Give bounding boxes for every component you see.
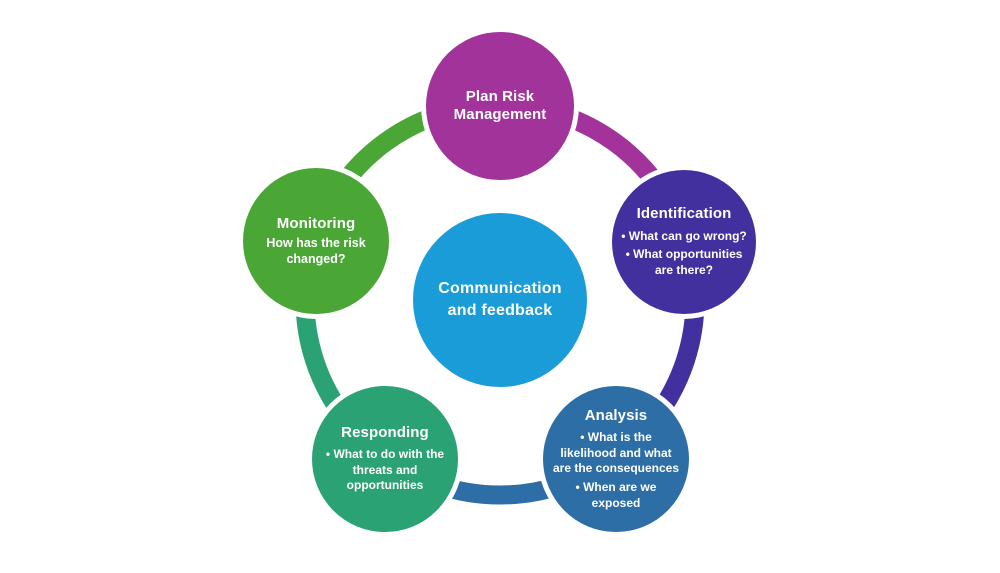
- node-monitoring: Monitoring How has the risk changed?: [243, 168, 389, 314]
- node-circle-plan-risk-management: [426, 32, 574, 180]
- node-circle-analysis: [543, 386, 689, 532]
- node-circle-identification: [612, 170, 756, 314]
- node-responding: Responding • What to do with the threats…: [312, 386, 458, 532]
- node-analysis: Analysis • What is the likelihood and wh…: [543, 386, 689, 532]
- node-circle-monitoring: [243, 168, 389, 314]
- node-bullet: • What can go wrong?: [621, 228, 747, 243]
- node-bullet-list: • What is the likelihood and what are th…: [552, 430, 680, 511]
- node-title: Plan Risk Management: [453, 87, 547, 123]
- node-center-communication: Communication and feedback: [413, 213, 587, 387]
- node-title: Identification: [636, 205, 732, 223]
- center-label: Communication and feedback: [438, 279, 562, 319]
- node-plan-risk-management: Plan Risk Management: [426, 32, 574, 180]
- node-bullet: • What to do with the threats and opport…: [325, 447, 445, 493]
- node-bullet: • What is the likelihood and what are th…: [552, 430, 680, 476]
- node-bullet: • What opportunities are there?: [625, 247, 743, 277]
- node-bullet-list: • What to do with the threats and opport…: [321, 447, 449, 494]
- node-bullet: • When are we exposed: [575, 479, 657, 510]
- node-title: Analysis: [584, 406, 648, 424]
- node-identification: Identification • What can go wrong? • Wh…: [612, 170, 756, 314]
- node-circle-responding: [312, 386, 458, 532]
- node-subtitle: How has the risk changed?: [266, 235, 366, 267]
- node-bullet-list: • What can go wrong? • What opportunitie…: [621, 229, 747, 279]
- center-circle-communication: [413, 213, 587, 387]
- node-title: Monitoring: [276, 214, 356, 232]
- node-title: Responding: [341, 423, 429, 441]
